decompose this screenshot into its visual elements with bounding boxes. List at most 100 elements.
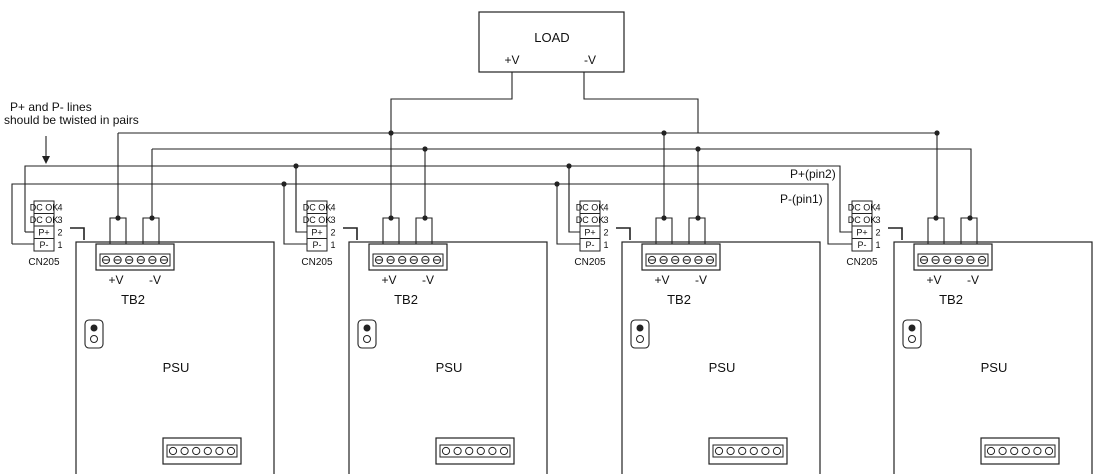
tb2-screw-row [99, 253, 171, 267]
ac-screw [738, 446, 747, 456]
p-minus-junction-0 [281, 181, 287, 187]
cn205-pin-label: P+ [311, 228, 322, 238]
load-minus-label: -V [584, 53, 596, 67]
cn205-label: CN205 [574, 257, 606, 268]
ac-screw [772, 446, 782, 456]
cn205-pin-label: P+ [584, 228, 595, 238]
ac-screw [226, 446, 236, 456]
p-minus-tap-u2 [283, 184, 307, 245]
load-rect [478, 11, 625, 73]
tb2-screw-row [917, 253, 989, 267]
load-minus-feed [583, 72, 699, 133]
cn205-pin-number: 3 [875, 215, 880, 225]
ac-screw [180, 446, 189, 456]
tb2-plus-loop [109, 217, 127, 244]
cn205-pin-label: DC OK [848, 215, 877, 225]
ac-screw [1033, 446, 1042, 456]
ac-screw-row [712, 444, 784, 458]
plus-junction-0 [388, 130, 394, 136]
tb2-minus-label: -V [149, 273, 161, 287]
load-plus-feed [390, 72, 513, 133]
ac-screw [986, 446, 996, 456]
cn205-pin-label: DC OK [303, 215, 332, 225]
p-plus-junction-0 [293, 163, 299, 169]
ac-screw [761, 446, 770, 456]
cn205-pin-number: 2 [330, 228, 335, 238]
cn205-pin-label: P- [40, 240, 49, 250]
cn205-pin-number: 3 [330, 215, 335, 225]
cn205-pin-label: DC OK [30, 215, 59, 225]
tb2-label: TB2 [939, 292, 963, 307]
minus-junction-0 [422, 146, 428, 152]
ac-screw [453, 446, 462, 456]
indicator-pot [363, 335, 371, 343]
cn205-pin-label: DC OK [576, 215, 605, 225]
indicator-led [908, 324, 916, 332]
tb2-minus-loop [960, 217, 978, 244]
minus-junction-1 [695, 146, 701, 152]
cn205-bracket [616, 227, 631, 240]
indicator-housing [902, 319, 922, 349]
tb2-label: TB2 [667, 292, 691, 307]
tb2-minus-label: -V [422, 273, 434, 287]
ac-screw [488, 446, 497, 456]
ac-screw [203, 446, 212, 456]
cn205-pin-number: 4 [57, 203, 62, 213]
ac-screw [714, 446, 724, 456]
bus-label-p-minus: P-(pin1) [780, 192, 823, 206]
note-arrow-head [42, 156, 50, 164]
cn205-pin-number: 1 [875, 240, 880, 250]
cn205-label: CN205 [846, 257, 878, 268]
note-line1: P+ and P- lines [10, 100, 92, 114]
cn205-pin-number: 4 [603, 203, 608, 213]
sense-p-minus-bus [11, 183, 852, 245]
tb2-label: TB2 [394, 292, 418, 307]
psu-body [348, 241, 548, 474]
psu-body [621, 241, 821, 474]
bus-label-p-plus: P+(pin2) [790, 167, 836, 181]
cn205-pin-box [306, 238, 328, 252]
cn205-pin-label: P+ [856, 228, 867, 238]
tb2-plus-label: +V [926, 273, 941, 287]
tb2-label: TB2 [121, 292, 145, 307]
tb2-minus-loop [142, 217, 160, 244]
cn205-pin-number: 1 [57, 240, 62, 250]
tb2-screw-row [372, 253, 444, 267]
ac-screw [998, 446, 1007, 456]
load-title: LOAD [534, 30, 569, 45]
cn205-pin-label: P- [586, 240, 595, 250]
sense-p-plus-bus [24, 165, 852, 233]
ac-screw [1044, 446, 1054, 456]
indicator-pot [90, 335, 98, 343]
p-minus-tap-u3 [556, 184, 580, 245]
tb2-minus-loop [688, 217, 706, 244]
ac-screw [215, 446, 224, 456]
cn205-bracket [343, 227, 358, 240]
tb2-plus-loop [382, 217, 400, 244]
tb2-screw-row [645, 253, 717, 267]
cn205-pin-number: 4 [875, 203, 880, 213]
cn205-pin-number: 2 [875, 228, 880, 238]
ac-screw [499, 446, 509, 456]
psu-label: PSU [709, 360, 736, 375]
cn205-pin-label: DC OK [576, 203, 605, 213]
ac-screw-row [166, 444, 238, 458]
ac-screw [476, 446, 485, 456]
ac-screw [465, 446, 474, 456]
tb2-plus-label: +V [108, 273, 123, 287]
tb2-plus-label: +V [654, 273, 669, 287]
indicator-led [90, 324, 98, 332]
tb2-minus-label: -V [967, 273, 979, 287]
ac-screw [168, 446, 178, 456]
cn205-pin-label: DC OK [303, 203, 332, 213]
cn205-pin-number: 4 [330, 203, 335, 213]
cn205-pin-label: P- [313, 240, 322, 250]
psu-label: PSU [436, 360, 463, 375]
indicator-housing [630, 319, 650, 349]
indicator-housing [357, 319, 377, 349]
